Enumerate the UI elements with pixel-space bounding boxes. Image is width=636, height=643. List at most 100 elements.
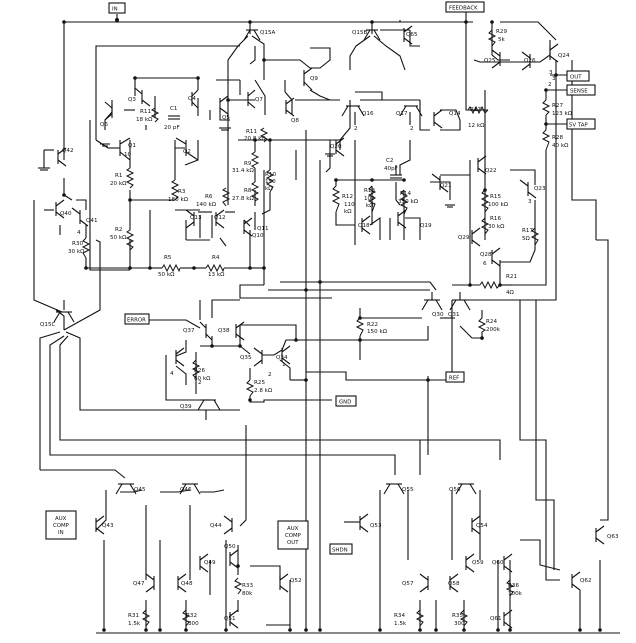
- pin-5v-tap: 5V TAP: [566, 118, 596, 130]
- q10-label: Q10: [252, 233, 264, 239]
- transistor-labels: Q1 Q2 Q3 Q4 Q5 Q6 Q7 Q8 Q9 Q10 Q11 Q12 Q…: [40, 30, 619, 622]
- svg-text:3: 3: [552, 76, 556, 82]
- svg-text:AUX: AUX: [55, 516, 67, 522]
- svg-text:18 kΩ: 18 kΩ: [136, 117, 153, 123]
- wiring: [33, 12, 620, 634]
- svg-text:27.8 kΩ: 27.8 kΩ: [232, 196, 254, 202]
- q62-label: Q62: [580, 578, 592, 584]
- q21-label: Q21: [440, 183, 452, 189]
- svg-text:2: 2: [198, 380, 202, 386]
- svg-text:1: 1: [282, 362, 286, 368]
- svg-text:1.5k: 1.5k: [128, 621, 141, 627]
- q30-label: Q30: [432, 312, 444, 318]
- svg-text:kΩ: kΩ: [344, 209, 352, 215]
- q3-label: Q3: [128, 97, 136, 103]
- svg-text:R32: R32: [186, 613, 197, 619]
- q14-label: Q14: [449, 111, 461, 117]
- svg-text:ERROR: ERROR: [127, 318, 146, 324]
- svg-text:OUT: OUT: [570, 75, 582, 81]
- svg-text:20.8 kΩ: 20.8 kΩ: [244, 136, 266, 142]
- svg-text:R10: R10: [265, 172, 276, 178]
- svg-text:110: 110: [344, 202, 355, 208]
- svg-text:R27: R27: [552, 103, 563, 109]
- svg-text:200k: 200k: [486, 327, 501, 333]
- q29-label: Q29: [458, 235, 470, 241]
- pin-gnd: GND: [335, 395, 357, 407]
- q9-label: Q9: [310, 76, 318, 82]
- q23-label: Q23: [534, 186, 546, 192]
- q15c-label: Q15C: [40, 322, 56, 328]
- q51-label: Q51: [224, 616, 236, 622]
- q7-label: Q7: [255, 97, 263, 103]
- q34-label: Q34: [276, 355, 288, 361]
- pin-error: ERROR: [124, 313, 150, 325]
- svg-text:C2: C2: [386, 158, 393, 164]
- q15b-label: Q15B: [352, 30, 368, 36]
- svg-text:150 kΩ: 150 kΩ: [367, 329, 388, 335]
- svg-text:31.4 kΩ: 31.4 kΩ: [232, 168, 254, 174]
- svg-text:20 pF: 20 pF: [164, 125, 180, 131]
- svg-text:140 kΩ: 140 kΩ: [196, 202, 217, 208]
- pin-aux-comp-out: AUX COMP OUT: [277, 520, 309, 550]
- svg-text:2: 2: [548, 82, 552, 88]
- svg-text:R11: R11: [140, 109, 151, 115]
- junction-dots: [62, 18, 602, 632]
- svg-text:R17: R17: [522, 228, 533, 234]
- q15a-label: Q15A: [260, 30, 276, 36]
- q28-label: Q28: [480, 252, 492, 258]
- q63-label: Q63: [607, 534, 619, 540]
- svg-text:300: 300: [454, 621, 465, 627]
- svg-text:R25: R25: [254, 380, 265, 386]
- q61-label: Q61: [490, 616, 502, 622]
- q12-label: Q12: [214, 215, 226, 221]
- q24-label: Q24: [558, 53, 570, 59]
- svg-text:2: 2: [354, 126, 358, 132]
- q60-label: Q60: [492, 560, 504, 566]
- svg-text:3: 3: [549, 70, 553, 76]
- svg-text:R26: R26: [194, 368, 205, 374]
- svg-text:R13: R13: [364, 188, 375, 194]
- svg-text:GND: GND: [339, 400, 351, 406]
- svg-text:IN: IN: [112, 7, 118, 13]
- q44-label: Q44: [210, 523, 222, 529]
- q46-label: Q46: [180, 487, 192, 493]
- svg-text:13 kΩ: 13 kΩ: [208, 272, 225, 278]
- svg-text:30 kΩ: 30 kΩ: [68, 249, 85, 255]
- svg-text:40 kΩ: 40 kΩ: [552, 143, 569, 149]
- svg-text:300: 300: [188, 621, 199, 627]
- q4-label: Q4: [188, 96, 196, 102]
- svg-text:80k: 80k: [242, 591, 253, 597]
- svg-text:R1: R1: [115, 173, 123, 179]
- svg-text:R9: R9: [244, 161, 252, 167]
- pin-out: OUT: [566, 70, 590, 82]
- capacitor-labels: C1 20 pF C2 40pF: [164, 106, 398, 172]
- resistor-labels: R1 20 kΩ R2 50 kΩ R3 180 kΩ R4 13 kΩ R5 …: [68, 29, 573, 627]
- svg-text:R15: R15: [490, 194, 501, 200]
- q42-label: Q42: [62, 148, 74, 154]
- svg-text:3: 3: [528, 199, 532, 205]
- svg-text:1.5k: 1.5k: [394, 621, 407, 627]
- svg-text:2: 2: [410, 126, 414, 132]
- svg-text:5k: 5k: [498, 37, 506, 43]
- q40-label: Q40: [60, 211, 72, 217]
- pin-aux-comp-in: AUX COMP IN: [45, 510, 77, 540]
- svg-text:REF: REF: [449, 376, 459, 382]
- q53-label: Q53: [370, 523, 382, 529]
- svg-text:R33: R33: [242, 583, 253, 589]
- svg-text:OUT: OUT: [287, 540, 299, 546]
- svg-text:100 kΩ: 100 kΩ: [488, 202, 509, 208]
- svg-text:R14: R14: [400, 191, 411, 197]
- pin-sense: SENSE: [566, 84, 596, 96]
- svg-text:R24: R24: [486, 319, 497, 325]
- q39-label: Q39: [180, 404, 192, 410]
- svg-text:100: 100: [364, 196, 375, 202]
- q16-label: Q16: [362, 111, 374, 117]
- svg-text:R6: R6: [205, 194, 213, 200]
- q43-label: Q43: [102, 523, 114, 529]
- q25-label: Q25: [484, 58, 496, 64]
- q13-label: Q13: [190, 215, 202, 221]
- svg-text:10: 10: [124, 152, 132, 158]
- pin-feedback: FEEDBACK: [445, 1, 485, 13]
- svg-text:R16: R16: [490, 216, 501, 222]
- svg-text:R29: R29: [496, 29, 507, 35]
